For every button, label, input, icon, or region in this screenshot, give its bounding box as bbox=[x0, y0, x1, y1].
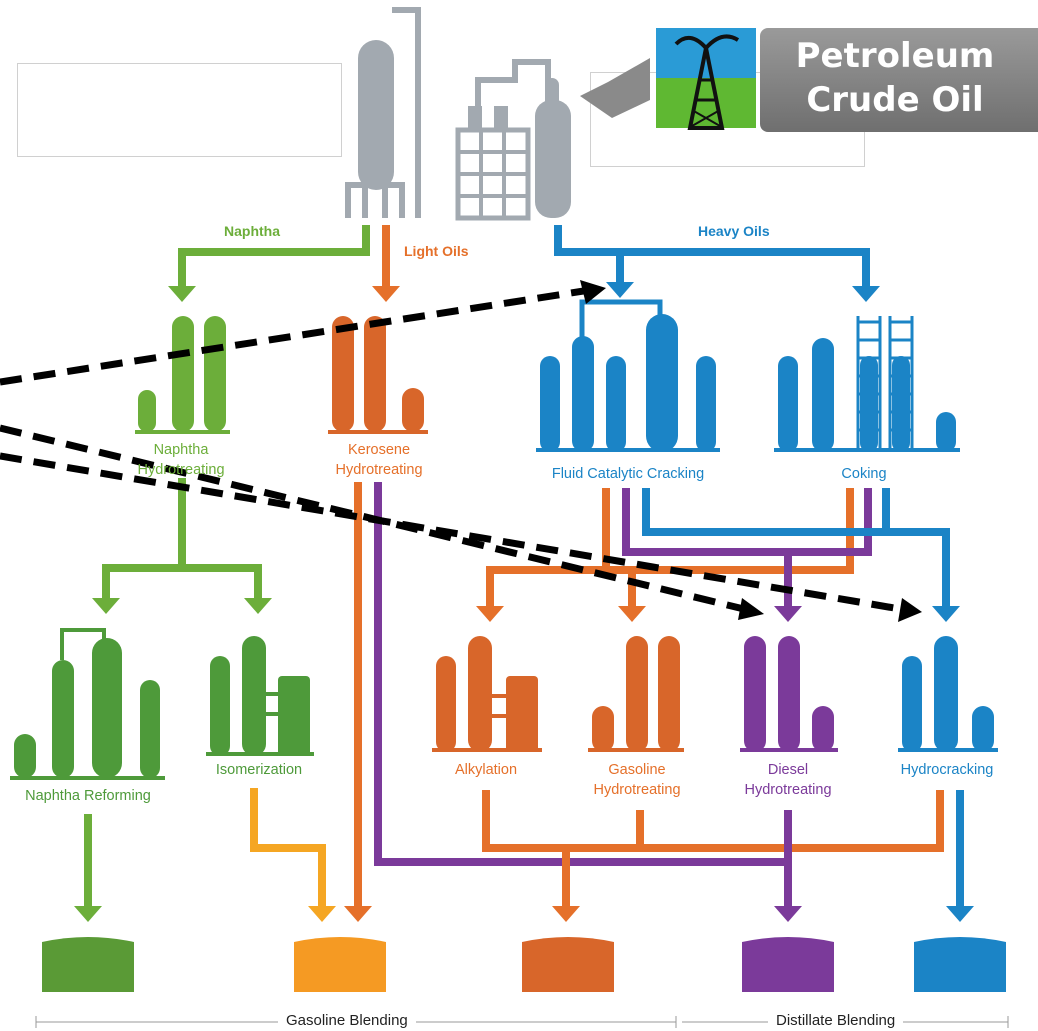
hydrocracking-arrow-head bbox=[932, 606, 960, 622]
crude-oil-feed-arrow bbox=[580, 58, 650, 118]
naphtha-hydrotreating-label-line2: Hydrotreating bbox=[137, 462, 225, 478]
hydrocracking-unit bbox=[898, 636, 998, 752]
dashed-overlay-arrows bbox=[0, 280, 922, 622]
reforming-blend-arrow-head bbox=[74, 906, 102, 922]
fcc-purple-outflow bbox=[622, 488, 872, 608]
coking-arrow-head bbox=[852, 286, 880, 302]
crude-oil-title: Petroleum Crude Oil bbox=[780, 34, 1010, 122]
gasoline-hydrotreating-label: Gasoline Hydrotreating bbox=[580, 760, 694, 800]
kerosene-gasoline-arrow-head bbox=[344, 906, 372, 922]
hydrocracking-blend-arrow-head bbox=[946, 906, 974, 922]
orange-collector-line bbox=[482, 790, 944, 908]
tank-blue bbox=[914, 937, 1006, 992]
naphtha-hydrotreating-label: Naphtha Hydrotreating bbox=[126, 440, 236, 480]
tank-orange bbox=[522, 937, 614, 992]
naphtha-stream bbox=[178, 225, 370, 288]
naphtha-hydrotreating-outflow bbox=[102, 478, 262, 600]
blank-textbox-left bbox=[17, 63, 342, 157]
reforming-arrow-head bbox=[92, 598, 120, 614]
alkylation-label: Alkylation bbox=[454, 762, 518, 778]
tank-green bbox=[42, 937, 134, 992]
diesel-hydrotreating-arrow-head bbox=[774, 606, 802, 622]
coking-unit bbox=[774, 316, 960, 452]
crude-oil-banner bbox=[760, 28, 1038, 132]
alkylation-unit bbox=[432, 636, 542, 752]
diesel-hydrotreating-unit bbox=[740, 636, 838, 752]
fcc-label: Fluid Catalytic Cracking bbox=[551, 466, 705, 482]
diesel-hydrotreating-label: Diesel Hydrotreating bbox=[730, 760, 846, 800]
heavy-oils-stream bbox=[554, 225, 870, 288]
light-oils-arrow-head bbox=[372, 286, 400, 302]
kerosene-purple-line bbox=[374, 482, 790, 866]
isomerization-label: Isomerization bbox=[215, 762, 303, 778]
diesel-hydrotreating-label-line1: Diesel bbox=[767, 762, 809, 778]
gasoline-hydrotreating-unit bbox=[588, 636, 684, 752]
tank-yellow bbox=[294, 937, 386, 992]
kerosene-hydrotreating-label: Kerosene Hydrotreating bbox=[322, 440, 436, 480]
fcc-unit bbox=[536, 299, 720, 452]
gasoline-blending-label: Gasoline Blending bbox=[278, 1012, 416, 1029]
alkylation-arrow-head bbox=[476, 606, 504, 622]
diesel-hydrotreating-label-line2: Hydrotreating bbox=[744, 782, 832, 798]
kerosene-hydrotreating-label-line2: Hydrotreating bbox=[335, 462, 423, 478]
hydrocracking-label: Hydrocracking bbox=[900, 762, 994, 778]
naphtha-arrow-head bbox=[168, 286, 196, 302]
gasoline-hydrotreating-label-line1: Gasoline bbox=[608, 762, 666, 778]
diesel-blend-arrow-head bbox=[774, 906, 802, 922]
crude-oil-title-line2: Crude Oil bbox=[806, 80, 984, 120]
heavy-oils-stream-label: Heavy Oils bbox=[698, 223, 770, 239]
naphtha-hydrotreating-label-line1: Naphtha bbox=[153, 442, 209, 458]
oil-derrick-icon bbox=[656, 28, 756, 130]
coking-label: Coking bbox=[841, 466, 887, 482]
kerosene-hydrotreating-label-line1: Kerosene bbox=[347, 442, 411, 458]
isomerization-arrow-head bbox=[244, 598, 272, 614]
fcc-blue-outflow bbox=[642, 488, 950, 608]
gasoline-hydrotreating-arrow-head bbox=[618, 606, 646, 622]
crude-oil-title-line1: Petroleum bbox=[795, 36, 995, 76]
isomerization-to-blend-line bbox=[250, 788, 326, 908]
tank-purple bbox=[742, 937, 834, 992]
naphtha-reforming-unit bbox=[10, 628, 165, 780]
naphtha-reforming-label: Naphtha Reforming bbox=[25, 788, 151, 804]
orange-blend-arrow-head bbox=[552, 906, 580, 922]
kerosene-hydrotreating-unit bbox=[328, 316, 428, 434]
distillate-blending-label: Distillate Blending bbox=[768, 1012, 904, 1029]
naphtha-hydrotreating-unit bbox=[135, 316, 230, 434]
naphtha-stream-label: Naphtha bbox=[224, 223, 280, 239]
gasoline-hydrotreating-label-line2: Hydrotreating bbox=[593, 782, 681, 798]
isomerization-blend-arrow-head bbox=[308, 906, 336, 922]
isomerization-unit bbox=[206, 636, 314, 756]
fcc-arrow-head bbox=[606, 282, 634, 298]
distillation-tower-right bbox=[455, 59, 571, 221]
light-oils-stream-label: Light Oils bbox=[404, 243, 469, 259]
distillation-tower-left bbox=[345, 7, 421, 218]
